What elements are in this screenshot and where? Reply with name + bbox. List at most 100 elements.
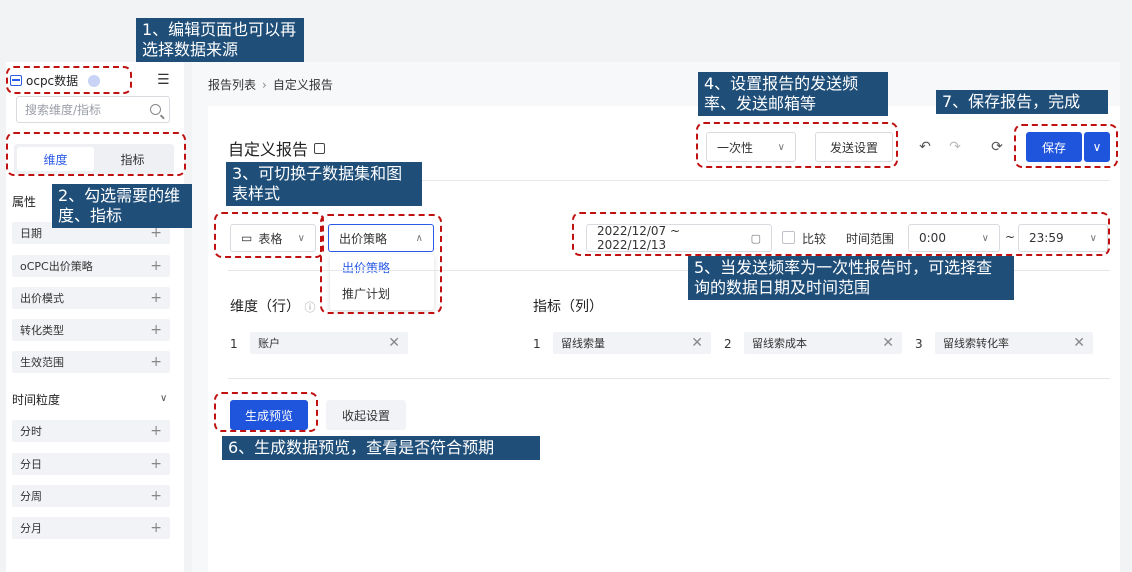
selected-metric-chip[interactable]: 留线索量 ✕ bbox=[553, 332, 711, 354]
plus-icon[interactable]: + bbox=[150, 488, 162, 504]
compare-checkbox[interactable] bbox=[782, 231, 795, 244]
calendar-icon: ▢ bbox=[750, 231, 761, 245]
time-item-label: 分日 bbox=[20, 458, 42, 471]
plus-icon[interactable]: + bbox=[150, 520, 162, 536]
frequency-select[interactable]: 一次性∨ bbox=[706, 132, 796, 162]
save-button[interactable]: 保存 bbox=[1026, 132, 1082, 162]
chevron-down-icon: ∨ bbox=[297, 232, 305, 244]
chevron-down-icon: ∨ bbox=[777, 141, 785, 153]
undo-icon[interactable]: ↶ bbox=[919, 139, 931, 155]
generate-preview-button[interactable]: 生成预览 bbox=[230, 400, 308, 430]
help-icon[interactable]: ⓘ bbox=[304, 301, 316, 314]
redo-icon[interactable]: ↷ bbox=[949, 139, 961, 155]
time-granularity-label[interactable]: 时间粒度 bbox=[12, 393, 61, 407]
chevron-right-icon: › bbox=[262, 78, 267, 92]
plus-icon[interactable]: + bbox=[150, 423, 162, 439]
dim-item-scope[interactable]: 生效范围+ bbox=[12, 351, 170, 373]
dim-item-label: 转化类型 bbox=[20, 324, 64, 337]
divider bbox=[228, 378, 1110, 379]
edit-icon[interactable] bbox=[314, 142, 326, 154]
annotation-5: 5、当发送频率为一次性报告时，可选择查询的数据日期及时间范围 bbox=[688, 256, 1014, 300]
close-icon[interactable]: ✕ bbox=[882, 335, 894, 351]
dataset-dropdown: 出价策略 推广计划 bbox=[330, 254, 434, 310]
database-icon bbox=[10, 75, 22, 86]
data-source-title[interactable]: ocpc数据 bbox=[10, 72, 101, 89]
chevron-up-icon: ∧ bbox=[415, 232, 423, 244]
search-input[interactable] bbox=[25, 102, 145, 117]
search-icon[interactable] bbox=[150, 104, 161, 115]
tab-metrics[interactable]: 指标 bbox=[120, 152, 145, 167]
selected-dim-chip[interactable]: 账户 ✕ bbox=[250, 332, 408, 354]
annotation-2: 2、勾选需要的维度、指标 bbox=[52, 184, 192, 228]
dropdown-option[interactable]: 推广计划 bbox=[342, 286, 391, 301]
collapse-settings-button[interactable]: 收起设置 bbox=[326, 400, 406, 430]
dim-item-label: oCPC出价策略 bbox=[20, 260, 93, 273]
metric-index: 3 bbox=[915, 337, 923, 351]
time-from-value: 0:00 bbox=[919, 231, 946, 245]
dataset-value: 出价策略 bbox=[339, 231, 388, 246]
close-icon[interactable]: ✕ bbox=[388, 335, 400, 351]
date-range-picker[interactable]: 2022/12/07 ~ 2022/12/13 ▢ bbox=[586, 224, 772, 252]
dim-item-conversion-type[interactable]: 转化类型 + bbox=[12, 319, 170, 341]
collapse-menu-icon[interactable]: ☰ bbox=[157, 72, 170, 88]
search-field[interactable] bbox=[16, 96, 170, 123]
plus-icon[interactable]: + bbox=[150, 225, 162, 241]
dim-item-label: 日期 bbox=[20, 227, 42, 240]
plus-icon[interactable]: + bbox=[150, 322, 162, 338]
tab-dimensions[interactable]: 维度 bbox=[17, 147, 94, 171]
chip-label: 留线索量 bbox=[561, 337, 605, 350]
time-item-month[interactable]: 分月 + bbox=[12, 517, 170, 539]
breadcrumb-root[interactable]: 报告列表 bbox=[208, 78, 257, 92]
chip-label: 留线索成本 bbox=[752, 337, 807, 350]
metric-index: 1 bbox=[533, 337, 541, 351]
chevron-down-icon: ∨ bbox=[981, 232, 989, 244]
time-separator: ~ bbox=[1005, 230, 1016, 244]
dropdown-option[interactable]: 出价策略 bbox=[342, 260, 391, 275]
dimensions-heading: 维度（行） ⓘ bbox=[230, 299, 316, 315]
dim-index: 1 bbox=[230, 337, 238, 351]
save-options-chevron-icon[interactable]: ∨ bbox=[1084, 132, 1110, 162]
date-range-value: 2022/12/07 ~ 2022/12/13 bbox=[597, 224, 681, 252]
divider bbox=[228, 180, 1110, 181]
plus-icon[interactable]: + bbox=[150, 354, 162, 370]
annotation-7: 7、保存报告，完成 bbox=[936, 90, 1108, 114]
time-range-label: 时间范围 bbox=[846, 232, 895, 246]
annotation-1: 1、编辑页面也可以再选择数据来源 bbox=[136, 18, 304, 62]
annotation-3: 3、可切换子数据集和图表样式 bbox=[226, 162, 422, 206]
time-item-hour[interactable]: 分时+ bbox=[12, 420, 170, 442]
view-type-select[interactable]: ▭表格∨ bbox=[230, 224, 316, 252]
divider bbox=[228, 270, 1110, 271]
selected-metric-chip[interactable]: 留线索转化率 ✕ bbox=[935, 332, 1093, 354]
chevron-down-icon: ∨ bbox=[1089, 232, 1097, 244]
breadcrumb: 报告列表›自定义报告 bbox=[208, 76, 333, 93]
chip-label: 账户 bbox=[258, 337, 280, 350]
metrics-heading: 指标（列） bbox=[533, 299, 603, 315]
plus-icon[interactable]: + bbox=[150, 258, 162, 274]
chip-label: 留线索转化率 bbox=[943, 337, 1009, 350]
chevron-down-icon[interactable]: ∨ bbox=[160, 393, 168, 404]
annotation-6: 6、生成数据预览，查看是否符合预期 bbox=[222, 436, 540, 460]
plus-icon[interactable]: + bbox=[150, 456, 162, 472]
time-to-select[interactable]: 23:59∨ bbox=[1018, 224, 1108, 252]
dim-item-bid-mode[interactable]: 出价模式+ bbox=[12, 287, 170, 309]
send-settings-button[interactable]: 发送设置 bbox=[815, 132, 893, 162]
time-from-select[interactable]: 0:00 ∨ bbox=[908, 224, 1000, 252]
time-item-week[interactable]: 分周+ bbox=[12, 485, 170, 507]
dataset-select[interactable]: 出价策略 ∧ bbox=[328, 224, 434, 252]
page-title: 自定义报告 bbox=[228, 136, 326, 160]
time-item-day[interactable]: 分日 + bbox=[12, 453, 170, 475]
close-icon[interactable]: ✕ bbox=[691, 335, 703, 351]
help-icon[interactable] bbox=[88, 74, 101, 87]
plus-icon[interactable]: + bbox=[150, 290, 162, 306]
time-item-label: 分月 bbox=[20, 522, 42, 535]
dim-metric-tabs: 维度 指标 bbox=[14, 144, 174, 174]
data-source-label: ocpc数据 bbox=[26, 74, 79, 88]
close-icon[interactable]: ✕ bbox=[1073, 335, 1085, 351]
page-title-text: 自定义报告 bbox=[228, 140, 309, 159]
metric-index: 2 bbox=[724, 337, 732, 351]
attribute-section-label: 属性 bbox=[12, 195, 37, 209]
dim-item-ocpc-strategy[interactable]: oCPC出价策略 + bbox=[12, 255, 170, 277]
selected-metric-chip[interactable]: 留线索成本 ✕ bbox=[744, 332, 902, 354]
annotation-4: 4、设置报告的发送频率、发送邮箱等 bbox=[698, 72, 888, 116]
refresh-icon[interactable]: ⟳ bbox=[991, 139, 1003, 155]
